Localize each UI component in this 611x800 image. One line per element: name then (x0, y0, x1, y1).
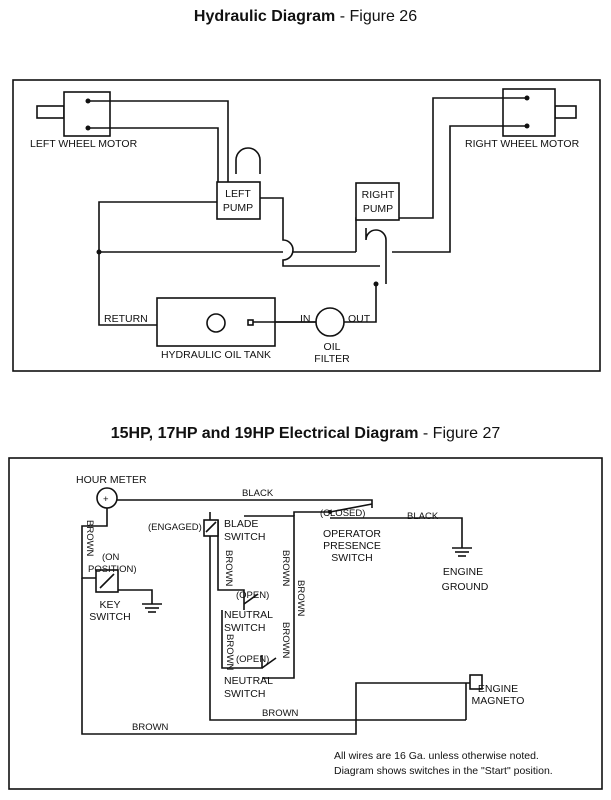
key-switch-label-2: SWITCH (89, 611, 130, 623)
neutral-switch-1-contact (243, 593, 259, 605)
right-wheel-motor-label: RIGHT WHEEL MOTOR (465, 138, 580, 150)
brown-wire-blade-label: BROWN (223, 550, 234, 587)
engine-ground-icon (452, 547, 472, 557)
filter-out-label: OUT (348, 313, 371, 325)
hour-meter: + (96, 487, 118, 509)
neutral-switch-2-label-1: NEUTRAL (224, 675, 273, 687)
figure-26-title-suffix: - Figure 26 (335, 8, 418, 25)
blade-switch-label-1: BLADE (224, 518, 258, 530)
hour-meter-label: HOUR METER (76, 474, 147, 486)
engine-ground-label-2: GROUND (442, 581, 489, 593)
brown-wire-mid3-label: BROWN (280, 622, 291, 659)
engine-magneto-label-1: ENGINE (478, 683, 518, 695)
tank-outlet-icon (247, 319, 254, 326)
figure-27-title-suffix: - Figure 27 (418, 425, 501, 442)
key-ground-icon (142, 603, 162, 613)
right-pump (355, 182, 400, 221)
key-switch-label-1: KEY (99, 599, 120, 611)
engaged-label: (ENGAGED) (148, 522, 202, 533)
engine-magneto-icon (469, 674, 483, 690)
right-pump-label-1: RIGHT (362, 189, 395, 201)
left-pump-label-1: LEFT (225, 188, 251, 200)
figure-27-title-bold: 15HP, 17HP and 19HP Electrical Diagram (110, 425, 419, 442)
return-label: RETURN (104, 313, 148, 325)
neutral-switch-1-label-1: NEUTRAL (224, 609, 273, 621)
figure-27-title: 15HP, 17HP and 19HP Electrical Diagram -… (0, 425, 611, 443)
open-label-1: (OPEN) (236, 590, 269, 601)
figure-26-title: Hydraulic Diagram - Figure 26 (0, 8, 611, 26)
black-wire-right-label: BLACK (407, 511, 439, 522)
on-position-label-2: POSITION) (88, 564, 137, 575)
neutral-switch-2-contact (261, 657, 277, 669)
oil-filter-label-2: FILTER (314, 353, 350, 365)
oil-filter (315, 307, 345, 337)
blade-switch-label-2: SWITCH (224, 531, 265, 543)
right-pump-label-2: PUMP (363, 203, 393, 215)
electrical-frame (8, 457, 603, 790)
switch-position-note: Diagram shows switches in the "Start" po… (334, 765, 553, 777)
on-position-label-1: (ON (102, 552, 120, 563)
brown-wire-left-label: BROWN (84, 520, 95, 557)
neutral-switch-2-label-2: SWITCH (224, 688, 265, 700)
left-wheel-motor-label: LEFT WHEEL MOTOR (30, 138, 138, 150)
brown-wire-neutral-label: BROWN (224, 634, 235, 671)
wire-gauge-note: All wires are 16 Ga. unless otherwise no… (334, 750, 539, 762)
engine-magneto-label-2: MAGNETO (472, 695, 525, 707)
operator-switch-label-1: OPERATOR (323, 528, 381, 540)
right-wheel-motor (502, 88, 577, 137)
filter-in-label: IN (300, 313, 311, 325)
left-wheel-motor (36, 91, 111, 137)
left-pump (216, 181, 261, 220)
left-pump-label-2: PUMP (223, 202, 253, 214)
brown-wire-bottom-mid-label: BROWN (262, 708, 299, 719)
brown-wire-mid2-label: BROWN (295, 580, 306, 617)
open-label-2: (OPEN) (236, 654, 269, 665)
tank-cap-icon (206, 313, 226, 333)
brown-wire-mid1-label: BROWN (280, 550, 291, 587)
neutral-switch-1-label-2: SWITCH (224, 622, 265, 634)
tank-label: HYDRAULIC OIL TANK (161, 349, 271, 361)
engine-ground-label-1: ENGINE (443, 566, 483, 578)
operator-switch-label-2: PRESENCE (323, 540, 381, 552)
operator-presence-switch-contact (329, 503, 373, 513)
figure-26-title-bold: Hydraulic Diagram (193, 8, 336, 25)
closed-label: (CLOSED) (320, 508, 365, 519)
svg-text:+: + (103, 494, 109, 505)
oil-filter-label-1: OIL (324, 341, 341, 353)
brown-wire-bottom-left-label: BROWN (132, 722, 169, 733)
black-wire-top-label: BLACK (242, 488, 274, 499)
operator-switch-label-3: SWITCH (331, 552, 372, 564)
